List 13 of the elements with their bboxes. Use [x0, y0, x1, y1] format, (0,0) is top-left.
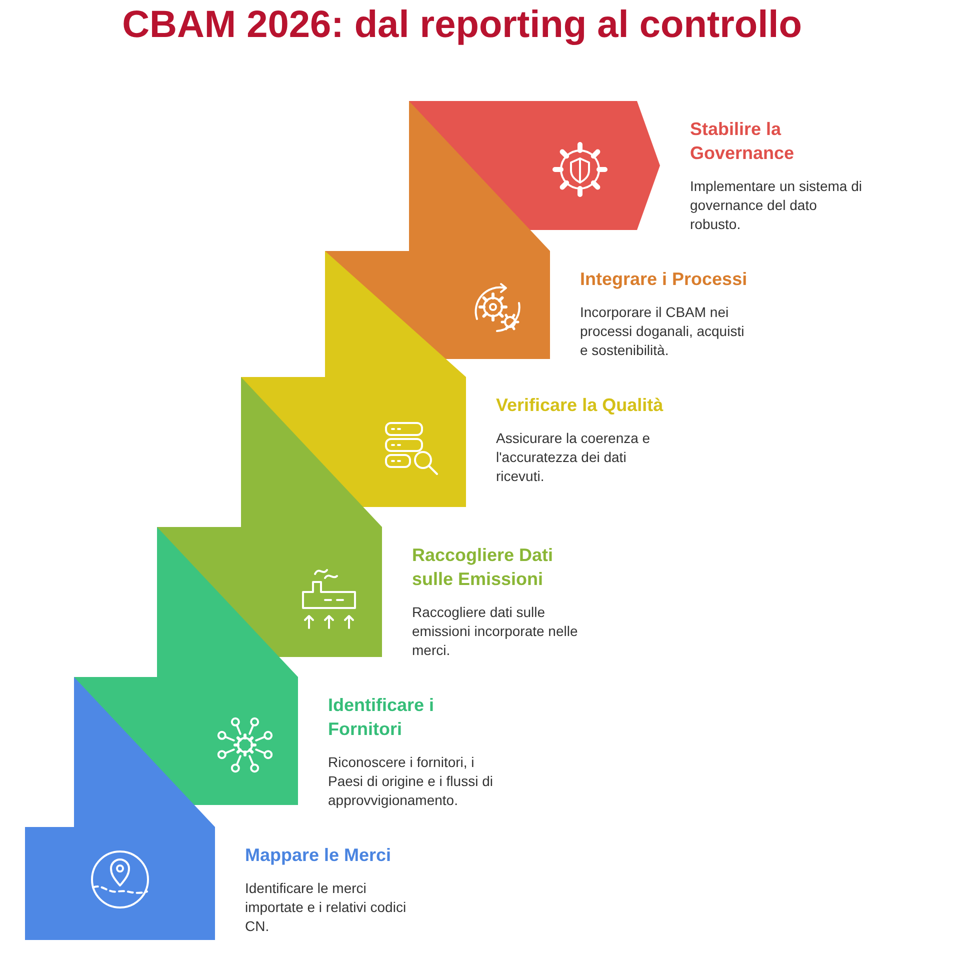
step-heading: Mappare le Merci [245, 844, 392, 867]
step-description: Incorporare il CBAM nei processi doganali, acquisti e sostenibilità. [580, 303, 746, 360]
step-heading: Identificare i Fornitori [328, 694, 436, 741]
step-heading: Stabilire la Governance [690, 118, 796, 165]
step-heading: Integrare i Processi [580, 268, 748, 291]
step-description: Identificare le merci importate e i relativi codici CN. [245, 879, 408, 936]
step-description: Implementare un sistema di governance del dato robusto. [690, 177, 863, 234]
title: CBAM 2026: dal reporting al controllo [121, 4, 803, 47]
step-heading: Verificare la Qualità [496, 394, 664, 417]
step-heading: Raccogliere Dati sulle Emissioni [412, 544, 554, 591]
step-description: Assicurare la coerenza e l'accuratezza dei dati ricevuti. [496, 429, 652, 486]
step-description: Raccogliere dati sulle emissioni incorporate nelle merci. [412, 603, 579, 660]
step-description: Riconoscere i fornitori, i Paesi di origine e i flussi di approvvigionamento. [328, 753, 494, 810]
